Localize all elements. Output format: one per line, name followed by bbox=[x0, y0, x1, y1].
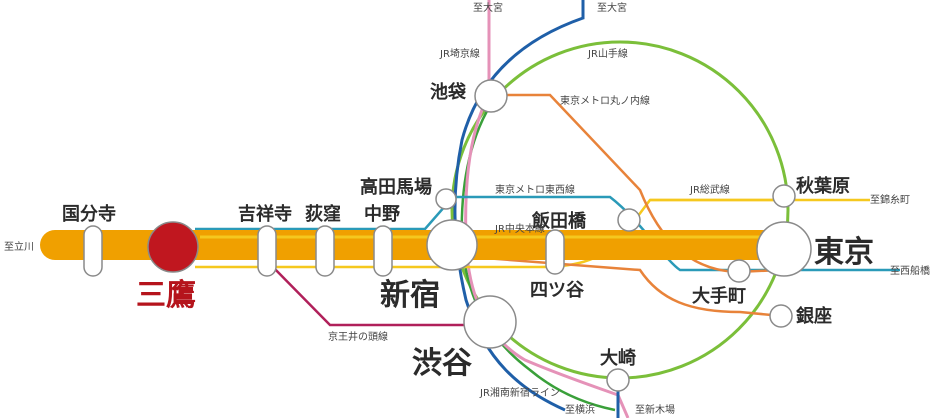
direction-shinkiba: 至新木場 bbox=[635, 403, 675, 416]
station-node-kokubunji bbox=[83, 225, 103, 277]
station-node-otemachi bbox=[727, 259, 751, 283]
label-takadanobaba: 高田馬場 bbox=[360, 176, 432, 198]
label-tokyo: 東京 bbox=[814, 235, 874, 270]
label-chuo-line: JR中央本線 bbox=[494, 222, 545, 235]
station-node-shibuya bbox=[463, 295, 517, 349]
station-node-yotsuya bbox=[545, 229, 565, 275]
label-shibuya: 渋谷 bbox=[412, 346, 472, 381]
station-node-shinjuku bbox=[426, 219, 478, 271]
station-node-osaki bbox=[606, 368, 630, 392]
direction-yokohama: 至横浜 bbox=[565, 403, 595, 416]
station-node-takadanobaba bbox=[435, 188, 457, 210]
label-nakano: 中野 bbox=[364, 203, 400, 225]
label-marunouchi-line: 東京メトロ丸ノ内線 bbox=[560, 94, 650, 107]
direction-tachikawa: 至立川 bbox=[4, 240, 34, 253]
label-ginza: 銀座 bbox=[796, 305, 832, 327]
marunouchi-line bbox=[444, 93, 787, 318]
station-node-tokyo bbox=[756, 221, 812, 277]
label-shinjuku: 新宿 bbox=[380, 278, 440, 313]
inokashira-line bbox=[267, 261, 470, 327]
label-ogikubo: 荻窪 bbox=[305, 203, 341, 225]
label-inokashira-line: 京王井の頭線 bbox=[328, 330, 388, 343]
station-node-ginza bbox=[769, 304, 793, 328]
label-osaki: 大崎 bbox=[600, 347, 636, 369]
label-tozai-line: 東京メトロ東西線 bbox=[495, 183, 575, 196]
station-node-ikebukuro bbox=[474, 79, 508, 113]
label-kichijoji: 吉祥寺 bbox=[238, 203, 292, 225]
direction-omiya-1: 至大宮 bbox=[473, 1, 503, 14]
label-iidabashi: 飯田橋 bbox=[531, 210, 587, 232]
label-mitaka: 三鷹 bbox=[136, 278, 196, 313]
direction-omiya-2: 至大宮 bbox=[597, 1, 627, 14]
label-ikebukuro: 池袋 bbox=[430, 81, 467, 103]
label-yotsuya: 四ツ谷 bbox=[530, 280, 585, 301]
label-akihabara: 秋葉原 bbox=[796, 175, 850, 197]
label-sobu-line: JR総武線 bbox=[689, 183, 730, 196]
station-node-mitaka bbox=[147, 221, 199, 273]
label-kokubunji: 国分寺 bbox=[62, 204, 116, 225]
label-shonan-line: JR湘南新宿ライン bbox=[479, 386, 560, 399]
station-node-ogikubo bbox=[315, 225, 335, 277]
label-otemachi: 大手町 bbox=[692, 285, 746, 307]
station-node-nakano bbox=[373, 225, 393, 277]
station-node-iidabashi bbox=[617, 208, 641, 232]
station-node-kichijoji bbox=[257, 225, 277, 277]
keihin-line bbox=[453, 0, 585, 412]
station-node-akihabara bbox=[772, 184, 796, 208]
direction-nishifunabashi: 至西船橋 bbox=[890, 264, 930, 277]
label-saikyo-line: JR埼京線 bbox=[439, 47, 480, 60]
label-yamanote-line: JR山手線 bbox=[587, 47, 628, 60]
direction-kinshicho: 至錦糸町 bbox=[870, 193, 910, 206]
